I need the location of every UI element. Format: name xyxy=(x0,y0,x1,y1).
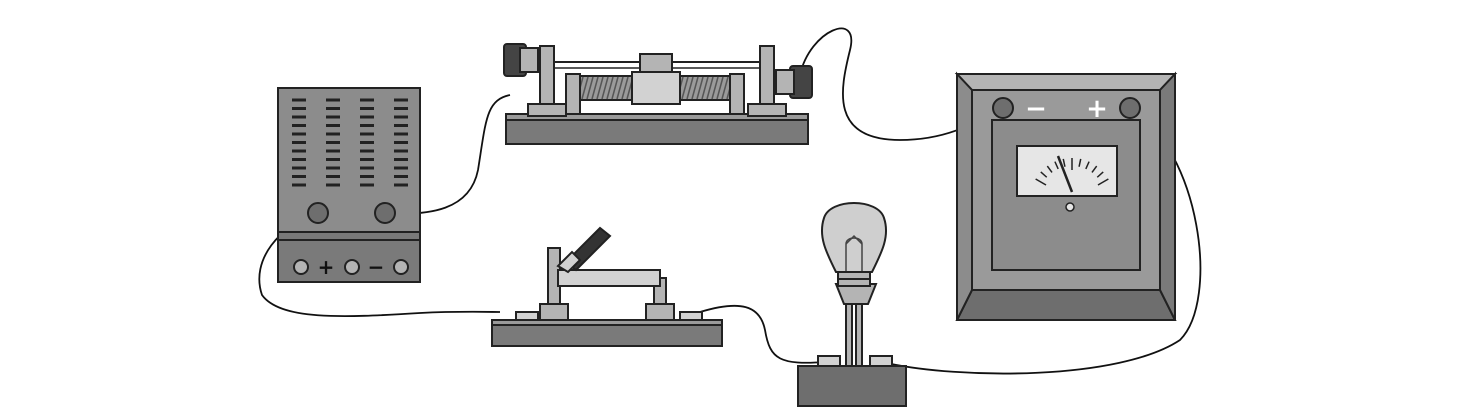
coil-winding xyxy=(581,76,589,100)
supply-jack-2 xyxy=(344,259,360,275)
light-bulb xyxy=(797,202,907,407)
scale-tick xyxy=(1091,165,1098,173)
meter-zero-adjust xyxy=(1065,202,1075,212)
scale-tick xyxy=(1078,158,1082,167)
coil-winding xyxy=(696,76,704,100)
scale-tick xyxy=(1097,178,1109,186)
coil-winding xyxy=(711,76,719,100)
wire-switch-to-bulb xyxy=(699,304,827,364)
coil-winding xyxy=(621,76,629,100)
ammeter-plus-sign: + xyxy=(1086,94,1108,124)
supply-jack-3 xyxy=(393,259,409,275)
coil-winding xyxy=(601,76,609,100)
meter-scale xyxy=(1035,158,1109,186)
scale-tick xyxy=(1062,158,1066,167)
meter-needle xyxy=(1056,155,1074,193)
rheostat xyxy=(503,43,813,145)
supply-plus-sign: + xyxy=(318,255,335,279)
coil-winding xyxy=(681,76,689,100)
ammeter-terminal-positive xyxy=(1119,97,1141,119)
switch-blade xyxy=(557,269,661,287)
wire-bulb-to-ammeter xyxy=(881,107,1202,375)
scale-tick xyxy=(1046,165,1053,173)
wire-supply-to-switch xyxy=(258,212,501,318)
power-supply: + − xyxy=(277,87,421,283)
coil-winding xyxy=(706,76,714,100)
coil-winding xyxy=(596,76,604,100)
scale-tick xyxy=(1040,171,1048,178)
coil-winding xyxy=(616,76,624,100)
rheostat-slider xyxy=(631,71,681,105)
coil-winding xyxy=(586,76,594,100)
vent-slots xyxy=(292,98,408,187)
coil-winding xyxy=(716,76,724,100)
supply-minus-sign: − xyxy=(368,255,385,279)
scale-tick xyxy=(1054,161,1059,170)
coil-winding xyxy=(721,76,729,100)
scale-tick xyxy=(1096,171,1104,178)
coil-winding xyxy=(606,76,614,100)
scale-tick xyxy=(1035,178,1047,186)
ammeter: − + xyxy=(954,71,1178,321)
coil-winding xyxy=(686,76,694,100)
scale-tick xyxy=(1085,161,1090,170)
ammeter-terminal-negative xyxy=(992,97,1014,119)
knife-switch xyxy=(491,226,723,347)
ammeter-minus-sign: − xyxy=(1025,94,1047,124)
coil-winding xyxy=(611,76,619,100)
coil-winding xyxy=(591,76,599,100)
supply-jack-1 xyxy=(293,259,309,275)
meter-dial xyxy=(1016,145,1118,197)
supply-terminal-right xyxy=(374,202,396,224)
supply-terminal-left xyxy=(307,202,329,224)
coil-winding xyxy=(691,76,699,100)
coil-winding xyxy=(701,76,709,100)
